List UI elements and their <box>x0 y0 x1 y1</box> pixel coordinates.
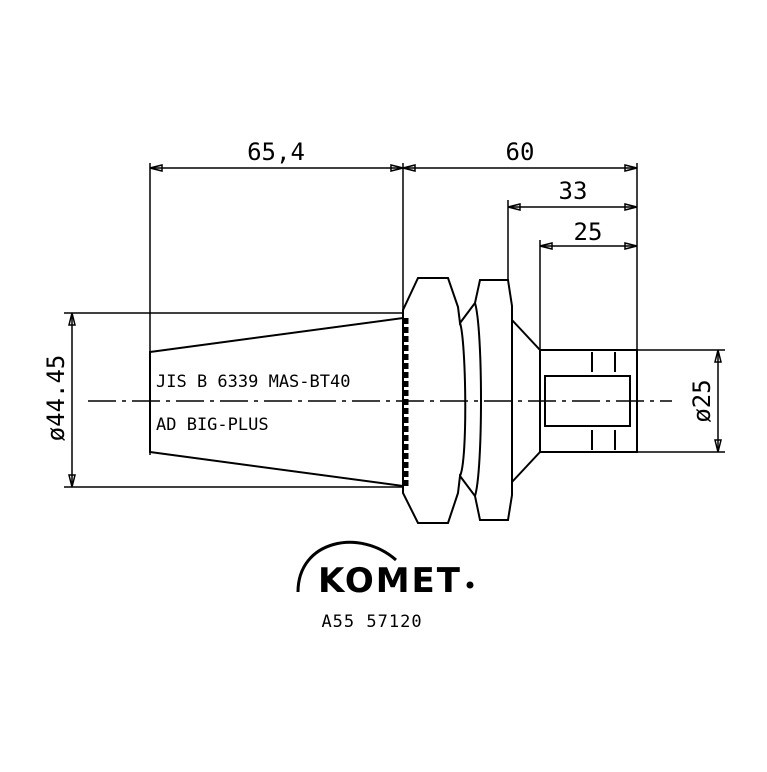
flange-body <box>402 277 513 524</box>
standard-label: JIS B 6339 MAS-BT40 <box>156 372 350 392</box>
flange-groove <box>459 302 482 497</box>
taper-cone <box>149 316 404 488</box>
shank-hole <box>591 352 616 450</box>
dimension-lines <box>64 163 725 488</box>
dim-shank-diameter: ø25 <box>688 379 716 422</box>
part-number: A55 57120 <box>321 612 422 632</box>
arrowheads <box>68 164 722 488</box>
dim-taper-length: 65,4 <box>247 138 305 166</box>
dim-taper-diameter: ø44.45 <box>42 355 70 442</box>
logo-arc-icon <box>296 540 397 593</box>
dim-total-length: 60 <box>506 138 535 166</box>
shank-flat <box>544 375 631 427</box>
komet-logo: KOMET <box>318 561 462 601</box>
dim-length-25: 25 <box>574 218 603 246</box>
system-label: AD BIG-PLUS <box>156 415 269 435</box>
logo-dot-icon <box>466 581 474 589</box>
dim-length-33: 33 <box>559 177 588 205</box>
